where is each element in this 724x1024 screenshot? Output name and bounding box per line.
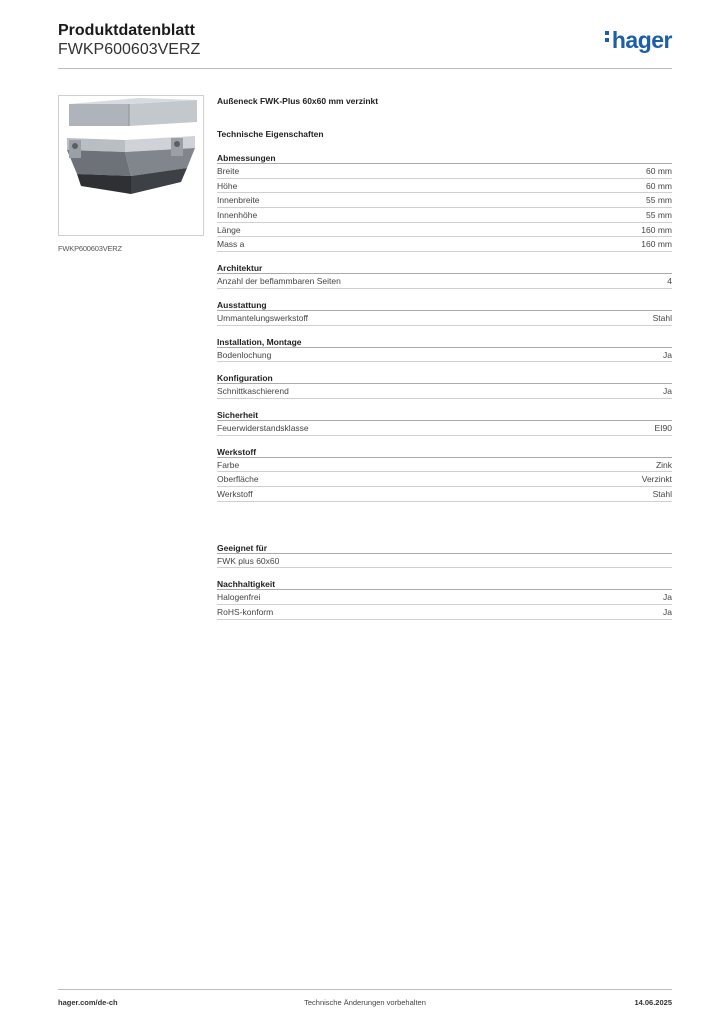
- property-value: Stahl: [652, 312, 672, 323]
- property-label: Innenbreite: [217, 195, 260, 206]
- section-title: Installation, Montage: [217, 336, 672, 348]
- section-architektur: Architektur Anzahl der beflammbaren Seit…: [217, 262, 672, 289]
- section-title: Ausstattung: [217, 299, 672, 311]
- property-value: Ja: [663, 592, 672, 603]
- property-value: 160 mm: [641, 224, 672, 235]
- property-value: Ja: [663, 386, 672, 397]
- property-label: Breite: [217, 166, 240, 176]
- property-row: Feuerwiderstandsklasse EI90: [217, 421, 672, 436]
- property-label: Farbe: [217, 459, 240, 470]
- footer-date: 14.06.2025: [634, 998, 672, 1007]
- property-row: Breite 60 mm: [217, 164, 672, 179]
- property-row: Höhe 60 mm: [217, 179, 672, 194]
- property-value: 60 mm: [646, 180, 672, 191]
- property-value: 55 mm: [646, 195, 672, 206]
- section-konfiguration: Konfiguration Schnittkaschierend Ja: [217, 372, 672, 399]
- property-row: Bodenlochung Ja: [217, 348, 672, 363]
- logo-text: hager: [611, 27, 673, 53]
- property-label: Länge: [217, 224, 241, 235]
- property-row: RoHS-konform Ja: [217, 605, 672, 620]
- datasheet-content: Außeneck FWK-Plus 60x60 mm verzinkt Tech…: [217, 96, 672, 630]
- section-sicherheit: Sicherheit Feuerwiderstandsklasse EI90: [217, 409, 672, 436]
- property-row: Länge 160 mm: [217, 223, 672, 238]
- property-label: Halogenfrei: [217, 592, 261, 603]
- footer-notice: Technische Änderungen vorbehalten: [304, 998, 426, 1007]
- property-label: Bodenlochung: [217, 349, 272, 360]
- section-title: Architektur: [217, 262, 672, 275]
- section-title: Abmessungen: [217, 152, 672, 164]
- property-label: Mass a: [217, 239, 245, 250]
- property-row: Innenbreite 55 mm: [217, 193, 672, 209]
- property-value: EI90: [654, 422, 673, 433]
- property-row: Schnittkaschierend Ja: [217, 384, 672, 399]
- product-name: Außeneck FWK-Plus 60x60 mm verzinkt: [217, 96, 379, 106]
- property-label: Ummantelungswerkstoff: [217, 312, 309, 323]
- property-value: 60 mm: [646, 166, 672, 176]
- header-divider: [58, 68, 672, 69]
- logo-dots-icon: [604, 31, 610, 45]
- section-ausstattung: Ausstattung Ummantelungswerkstoff Stahl: [217, 299, 672, 326]
- property-label: Werkstoff: [217, 488, 253, 499]
- section-title: Nachhaltigkeit: [217, 578, 672, 591]
- product-code: FWKP600603VERZ: [58, 41, 201, 58]
- property-label: FWK plus 60x60: [217, 555, 280, 566]
- property-row: Anzahl der beflammbaren Seiten 4: [217, 274, 672, 289]
- property-label: Höhe: [217, 180, 238, 191]
- section-title: Geeignet für: [217, 542, 672, 554]
- property-label: Anzahl der beflammbaren Seiten: [217, 276, 341, 287]
- property-value: 4: [667, 276, 672, 287]
- property-label: Schnittkaschierend: [217, 386, 289, 397]
- section-geeignet-fuer: Geeignet für FWK plus 60x60: [217, 542, 672, 569]
- property-value: Stahl: [652, 488, 672, 499]
- property-label: Oberfläche: [217, 474, 259, 485]
- property-value: 55 mm: [646, 210, 672, 221]
- section-title: Konfiguration: [217, 372, 672, 385]
- section-title: Werkstoff: [217, 446, 672, 458]
- property-row: Mass a 160 mm: [217, 237, 672, 253]
- property-row: Farbe Zink: [217, 458, 672, 473]
- property-row: Halogenfrei Ja: [217, 590, 672, 605]
- section-werkstoff: Werkstoff Farbe Zink Oberfläche Verzinkt W…: [217, 446, 672, 502]
- footer-divider: [58, 989, 672, 990]
- footer-website-link[interactable]: hager.com/de-ch: [58, 998, 118, 1007]
- document-title: Produktdatenblatt: [58, 22, 195, 39]
- image-caption: FWKP600603VERZ: [58, 244, 122, 253]
- property-row: FWK plus 60x60: [217, 554, 672, 569]
- property-value: Verzinkt: [641, 474, 672, 485]
- corner-piece-illustration-icon: [67, 98, 197, 194]
- property-row: Ummantelungswerkstoff Stahl: [217, 311, 672, 326]
- section-abmessungen: Abmessungen Breite 60 mm Höhe 60 mm Innenb…: [217, 152, 672, 253]
- technical-properties-heading: Technische Eigenschaften: [217, 129, 324, 139]
- hager-logo: hager: [604, 27, 673, 53]
- section-installation: Installation, Montage Bodenlochung Ja: [217, 336, 672, 363]
- property-row: Innenhöhe 55 mm: [217, 208, 672, 223]
- property-label: Innenhöhe: [217, 210, 258, 221]
- property-label: Feuerwiderstandsklasse: [217, 422, 309, 433]
- section-title: Sicherheit: [217, 409, 672, 421]
- property-value: 160 mm: [641, 239, 672, 250]
- property-row: Werkstoff Stahl: [217, 487, 672, 502]
- page-header: Produktdatenblatt FWKP600603VERZ hager: [58, 22, 673, 70]
- product-image: [58, 95, 204, 236]
- property-value: Zink: [655, 459, 672, 470]
- property-label: RoHS-konform: [217, 607, 274, 617]
- property-value: Ja: [663, 607, 672, 617]
- property-value: Ja: [663, 349, 672, 360]
- property-row: Oberfläche Verzinkt: [217, 472, 672, 487]
